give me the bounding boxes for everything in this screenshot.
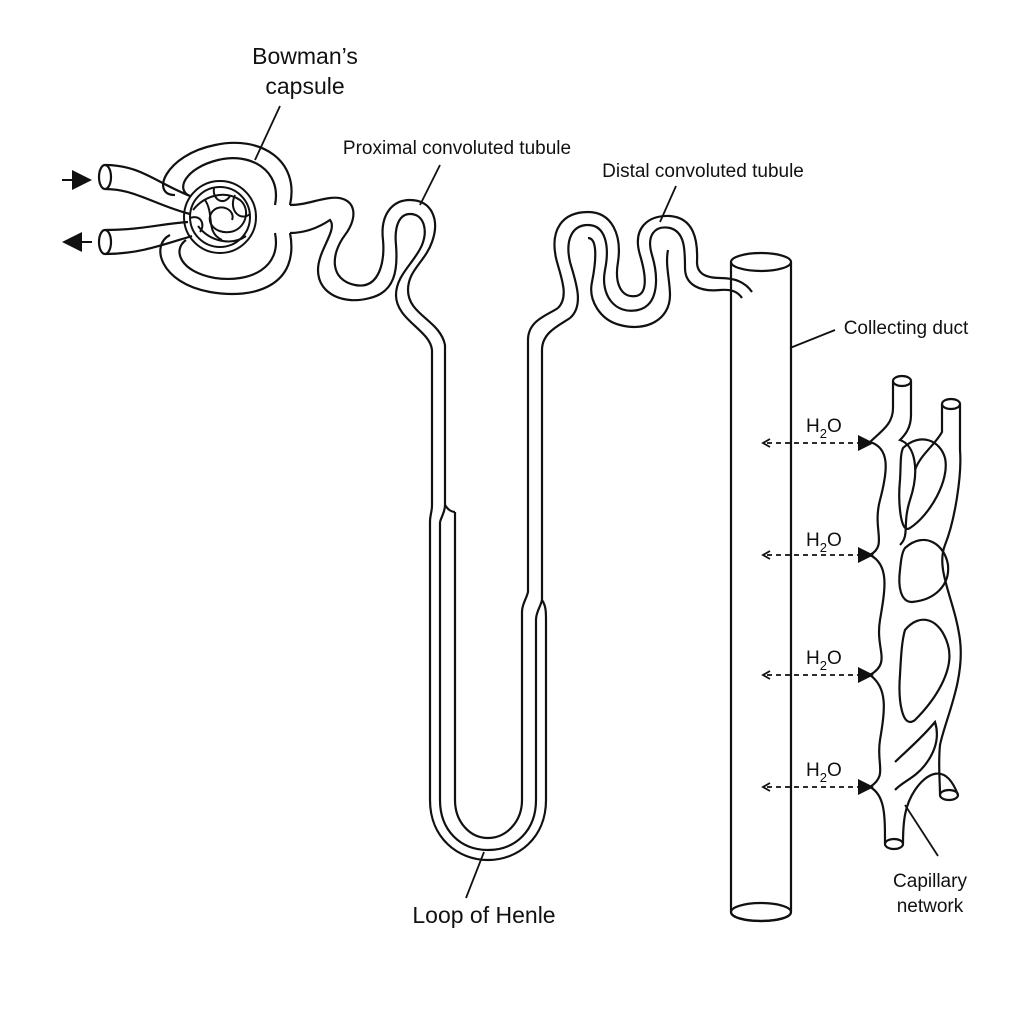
water-arrowheads bbox=[858, 435, 874, 795]
leader-bowman bbox=[254, 105, 281, 161]
label-capillary-network-1: Capillary bbox=[893, 871, 967, 892]
label-capillary-network-2: network bbox=[897, 896, 964, 917]
leader-distal bbox=[659, 185, 677, 223]
label-collecting-duct: Collecting duct bbox=[844, 318, 969, 339]
label-bowmans-capsule-2: capsule bbox=[265, 73, 344, 99]
leader-lines bbox=[254, 105, 939, 899]
label-water-1: H2O bbox=[806, 416, 842, 441]
label-distal-tubule: Distal convoluted tubule bbox=[602, 161, 804, 182]
leader-capillary bbox=[904, 804, 939, 857]
leader-collecting bbox=[789, 329, 836, 349]
arteriole-arrows bbox=[62, 170, 92, 252]
afferent-arteriole bbox=[97, 163, 191, 216]
efferent-arteriole bbox=[97, 220, 193, 256]
collecting-duct bbox=[729, 251, 793, 923]
proximal-convoluted-tubule bbox=[289, 196, 447, 523]
label-loop-of-henle: Loop of Henle bbox=[412, 902, 555, 928]
leader-loop bbox=[465, 851, 485, 899]
loop-of-henle bbox=[428, 307, 571, 862]
capillary-network bbox=[867, 374, 962, 851]
distal-convoluted-tubule bbox=[553, 210, 753, 329]
label-bowmans-capsule-1: Bowman’s bbox=[252, 43, 358, 69]
label-water-2: H2O bbox=[806, 530, 842, 555]
leader-proximal bbox=[419, 164, 441, 206]
label-water-3: H2O bbox=[806, 648, 842, 673]
label-water-4: H2O bbox=[806, 760, 842, 785]
water-arrows bbox=[761, 438, 862, 792]
glomerulus bbox=[183, 180, 257, 254]
label-proximal-tubule: Proximal convoluted tubule bbox=[343, 138, 571, 159]
bowmans-capsule bbox=[159, 141, 293, 296]
